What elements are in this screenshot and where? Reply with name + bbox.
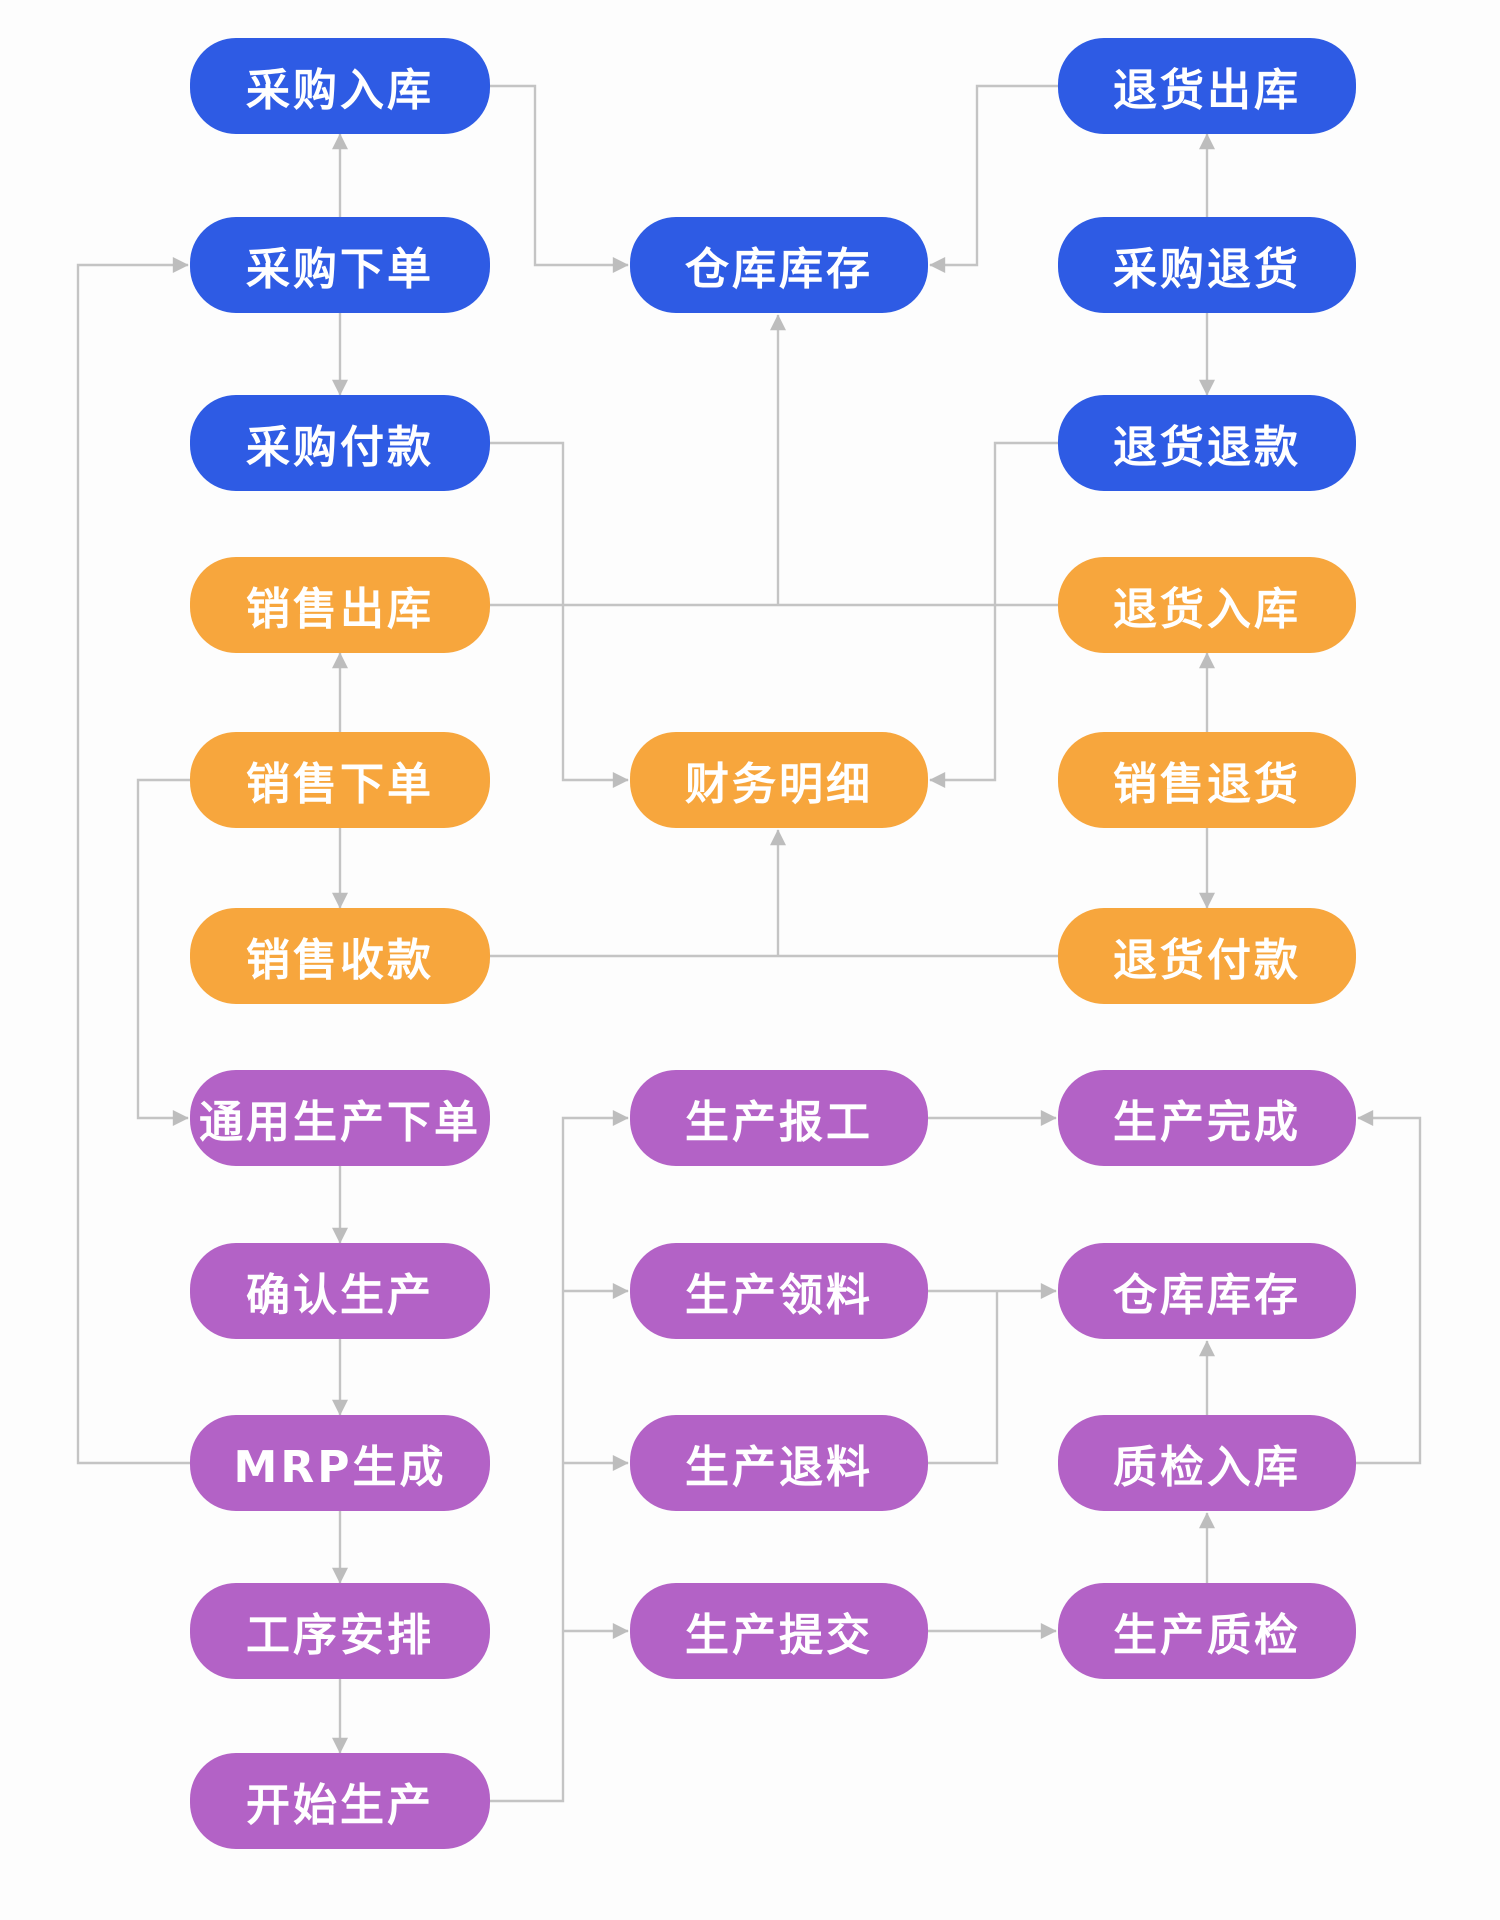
node-finance-details: 财务明细 <box>630 732 928 828</box>
node-purchase-order: 采购下单 <box>190 217 490 313</box>
node-sales-order: 销售下单 <box>190 732 490 828</box>
edge-return-outbound-to-warehouse <box>929 84 1058 273</box>
edge-qc-inbound-to-production-complete <box>1356 1110 1422 1465</box>
node-warehouse-inventory: 仓库库存 <box>630 217 928 313</box>
node-qc-inbound: 质检入库 <box>1058 1415 1356 1511</box>
edge-start-trunk-to-reporting <box>490 1110 629 1803</box>
node-general-production-order: 通用生产下单 <box>190 1070 490 1166</box>
edge-sales-order-to-general-production <box>136 778 190 1126</box>
edge-purchase-payment-to-finance <box>490 441 629 788</box>
node-return-inbound: 退货入库 <box>1058 557 1356 653</box>
node-sales-return: 销售退货 <box>1058 732 1356 828</box>
node-production-reporting: 生产报工 <box>630 1070 928 1166</box>
node-confirm-production: 确认生产 <box>190 1243 490 1339</box>
edge-return-refund-to-finance <box>929 441 1058 788</box>
node-warehouse-inventory-2: 仓库库存 <box>1058 1243 1356 1339</box>
node-purchase-inbound: 采购入库 <box>190 38 490 134</box>
node-purchase-payment: 采购付款 <box>190 395 490 491</box>
node-production-complete: 生产完成 <box>1058 1070 1356 1166</box>
node-purchase-return: 采购退货 <box>1058 217 1356 313</box>
node-sales-collection: 销售收款 <box>190 908 490 1004</box>
node-start-production: 开始生产 <box>190 1753 490 1849</box>
edge-material-return-merge-up <box>928 1292 999 1465</box>
node-production-material-return: 生产退料 <box>630 1415 928 1511</box>
node-return-refund: 退货退款 <box>1058 395 1356 491</box>
edge-mrp-to-purchase-order <box>76 257 190 1465</box>
edge-purchase-inbound-to-warehouse <box>490 84 629 273</box>
node-process-scheduling: 工序安排 <box>190 1583 490 1679</box>
node-production-qc: 生产质检 <box>1058 1583 1356 1679</box>
node-production-submit: 生产提交 <box>630 1583 928 1679</box>
node-production-material-issue: 生产领料 <box>630 1243 928 1339</box>
node-return-payment: 退货付款 <box>1058 908 1356 1004</box>
node-sales-outbound: 销售出库 <box>190 557 490 653</box>
node-return-outbound: 退货出库 <box>1058 38 1356 134</box>
node-mrp-generation: MRP生成 <box>190 1415 490 1511</box>
